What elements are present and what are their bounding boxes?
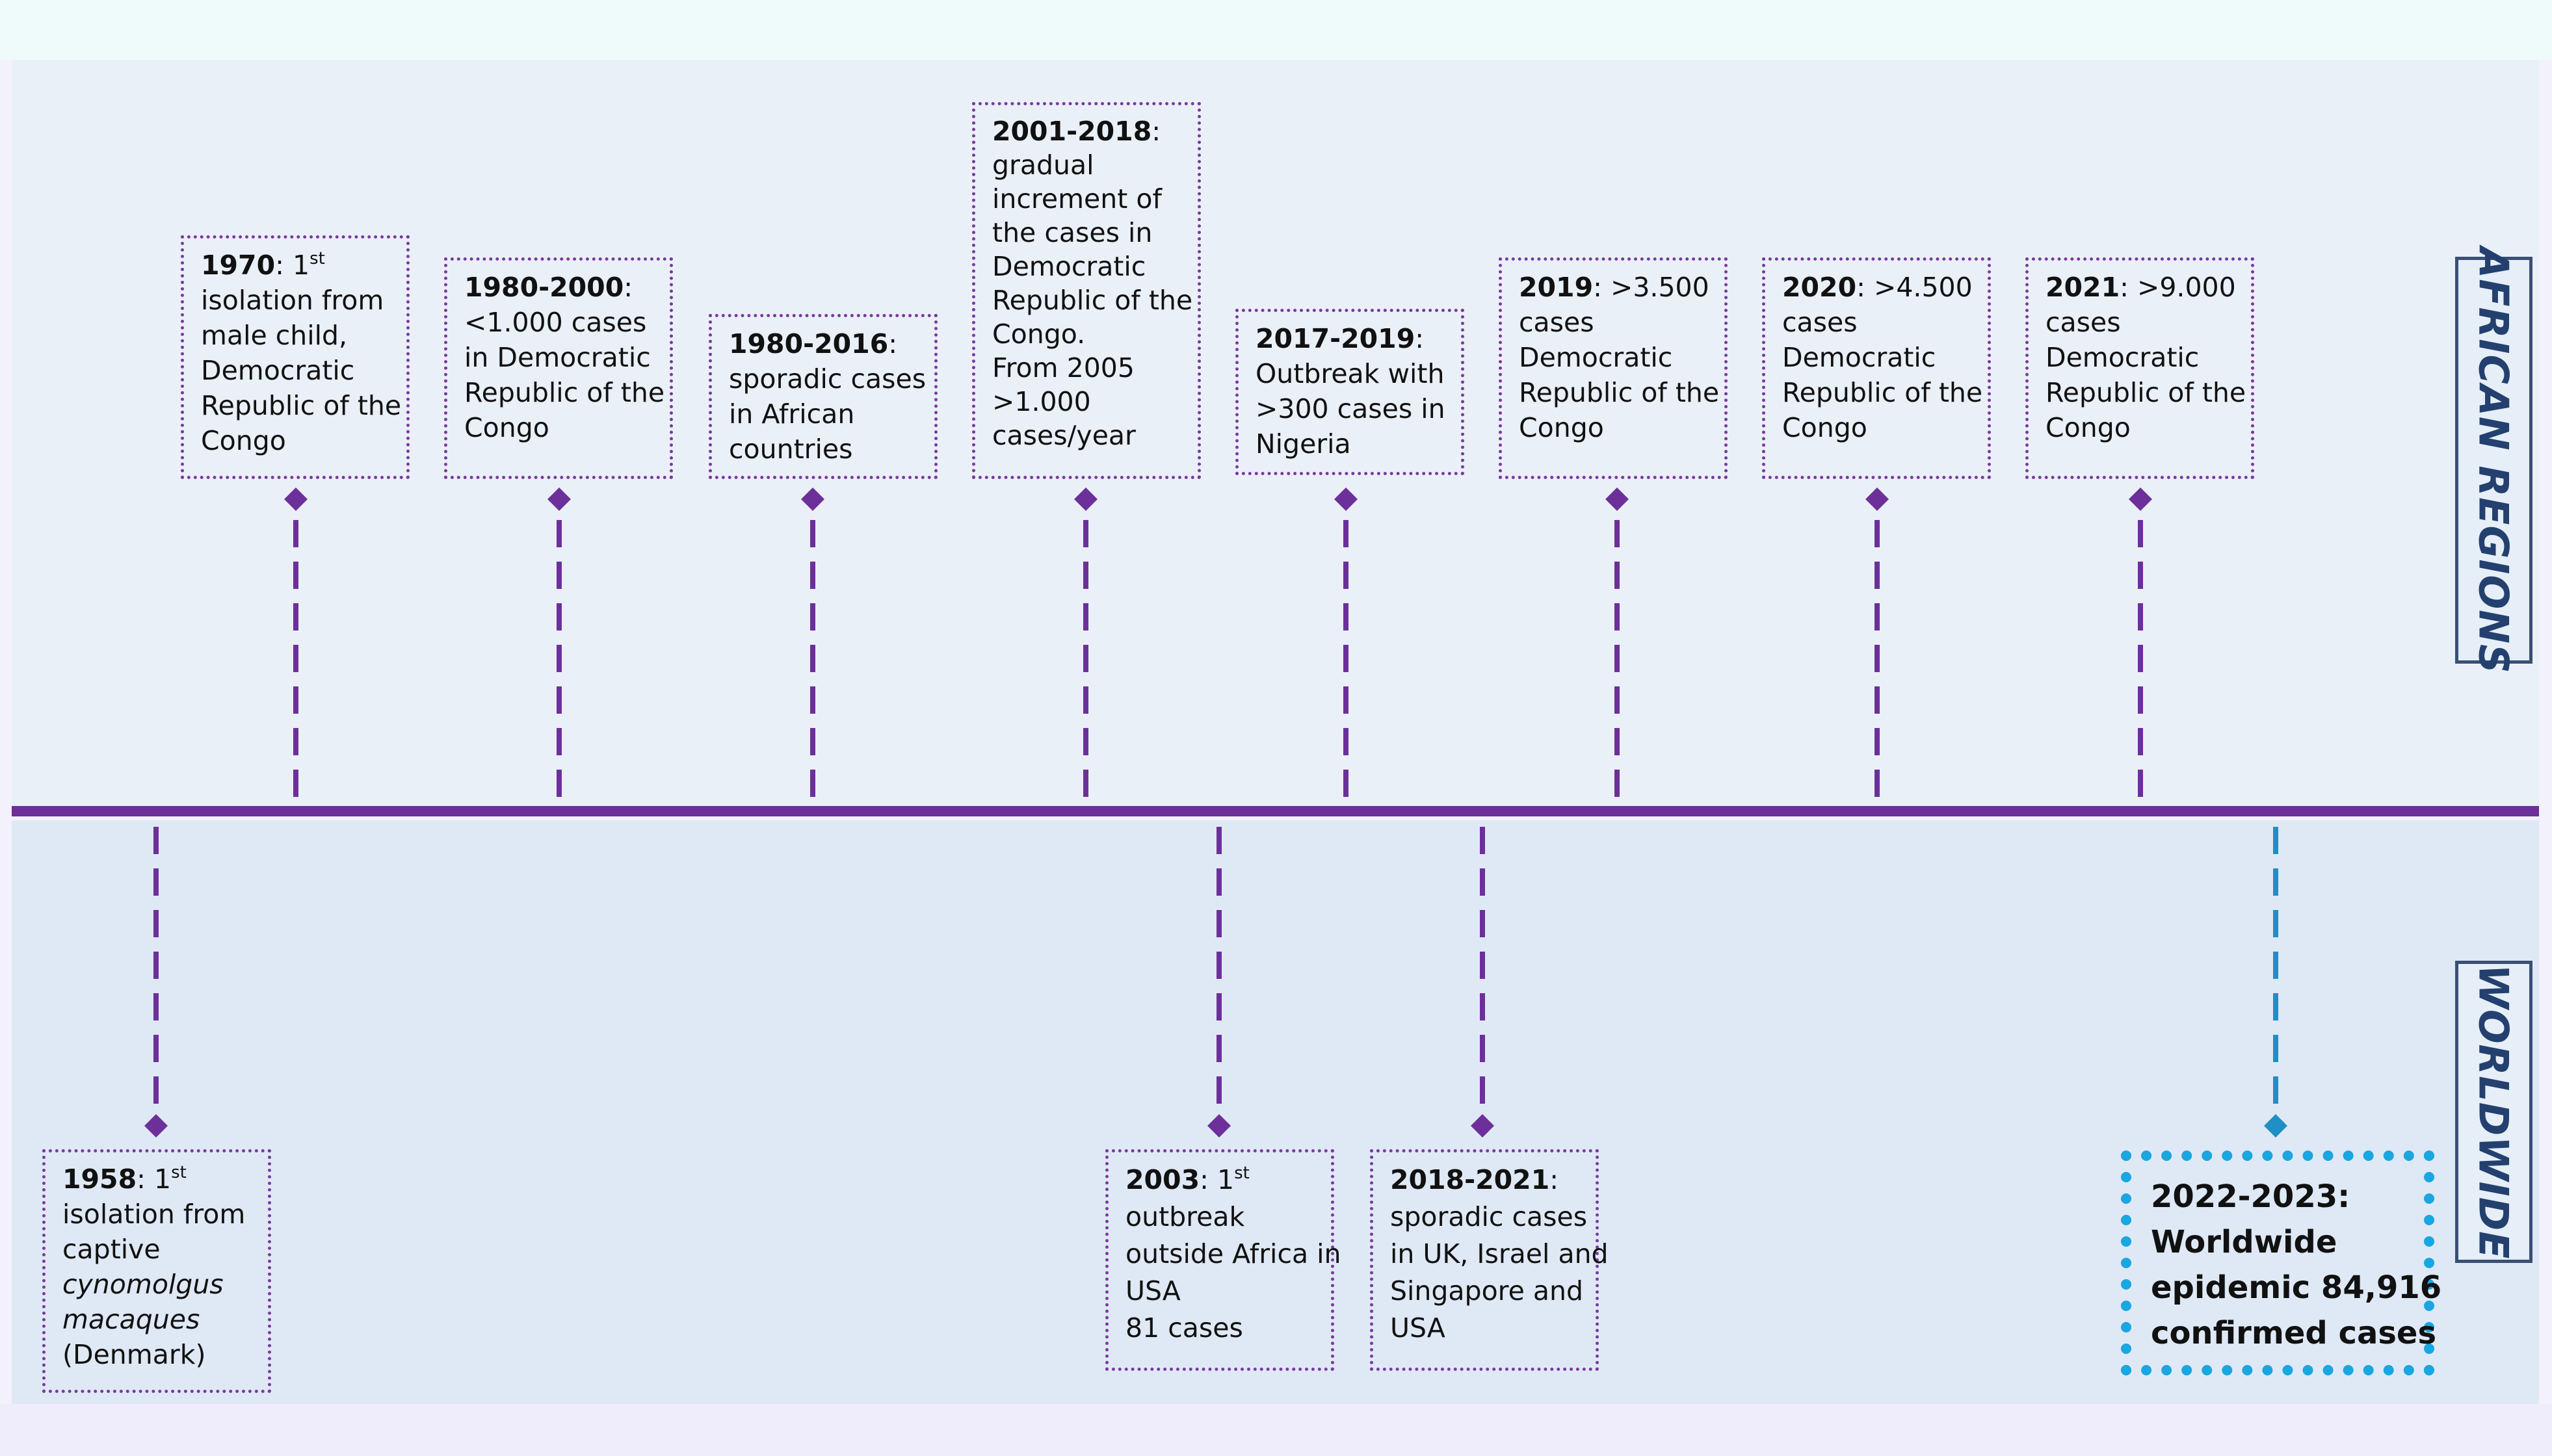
marker-diamond-1980-2016 [801,488,824,511]
event-year: 1980-2000 [464,272,624,303]
event-year: 2018-2021 [1390,1164,1550,1195]
bottom-strip [0,1404,2552,1456]
event-box-1980-2000: 1980-2000: <1.000 cases in Democratic Re… [444,257,673,479]
event-box-2001-2018: 2001-2018: gradual increment of the case… [972,102,1201,479]
event-box-2018-2021: 2018-2021: sporadic cases in UK, Israel … [1370,1149,1609,1371]
marker-diamond-2017-2019 [1334,488,1358,511]
marker-diamond-1958 [144,1114,168,1138]
event-box-2020: 2020: >4.500 cases Democratic Republic o… [1762,257,1991,479]
african-regions-band [12,60,2539,807]
marker-diamond-2020 [1865,488,1889,511]
event-box-1980-2016: 1980-2016: sporadic cases in African cou… [709,314,938,479]
event-box-1958: 1958: 1st isolation from captive cynomol… [42,1149,271,1393]
timeline-axis [12,806,2539,816]
event-box-1970: 1970: 1st isolation from male child, Dem… [181,235,410,479]
marker-diamond-2021 [2129,488,2152,511]
worldwide-label: WORLDWIDE [2455,961,2532,1263]
marker-diamond-2003 [1207,1114,1231,1138]
marker-diamond-2001-2018 [1074,488,1098,511]
event-box-2017-2019: 2017-2019: Outbreak with >300 cases in N… [1235,309,1464,475]
worldwide-band [12,820,2539,1404]
african-regions-label: AFRICAN REGIONS [2455,247,2532,673]
event-year: 2001-2018 [992,116,1152,147]
event-year: 2022-2023: [2151,1178,2350,1215]
marker-diamond-1970 [284,488,308,511]
marker-diamond-2022-2023 [2264,1114,2287,1138]
top-strip [0,0,2552,60]
marker-diamond-2019 [1605,488,1629,511]
event-box-2003: 2003: 1st outbreak outside Africa in USA… [1105,1149,1341,1371]
event-year: 1980-2016 [729,328,889,359]
event-box-2021: 2021: >9.000 cases Democratic Republic o… [2025,257,2254,479]
event-box-2022-2023: 2022-2023: Worldwide epidemic 84,916 con… [2121,1150,2441,1375]
event-year: 1958 [62,1164,137,1195]
event-year: 2020 [1782,272,1857,303]
event-year: 2021 [2046,272,2120,303]
event-year: 1970 [201,250,276,281]
event-year: 2003 [1125,1164,1200,1195]
marker-diamond-1980-2000 [547,488,571,511]
event-year: 2017-2019 [1256,323,1415,354]
event-box-2019: 2019: >3.500 cases Democratic Republic o… [1499,257,1728,479]
marker-diamond-2018-2021 [1471,1114,1494,1138]
event-year: 2019 [1519,272,1594,303]
